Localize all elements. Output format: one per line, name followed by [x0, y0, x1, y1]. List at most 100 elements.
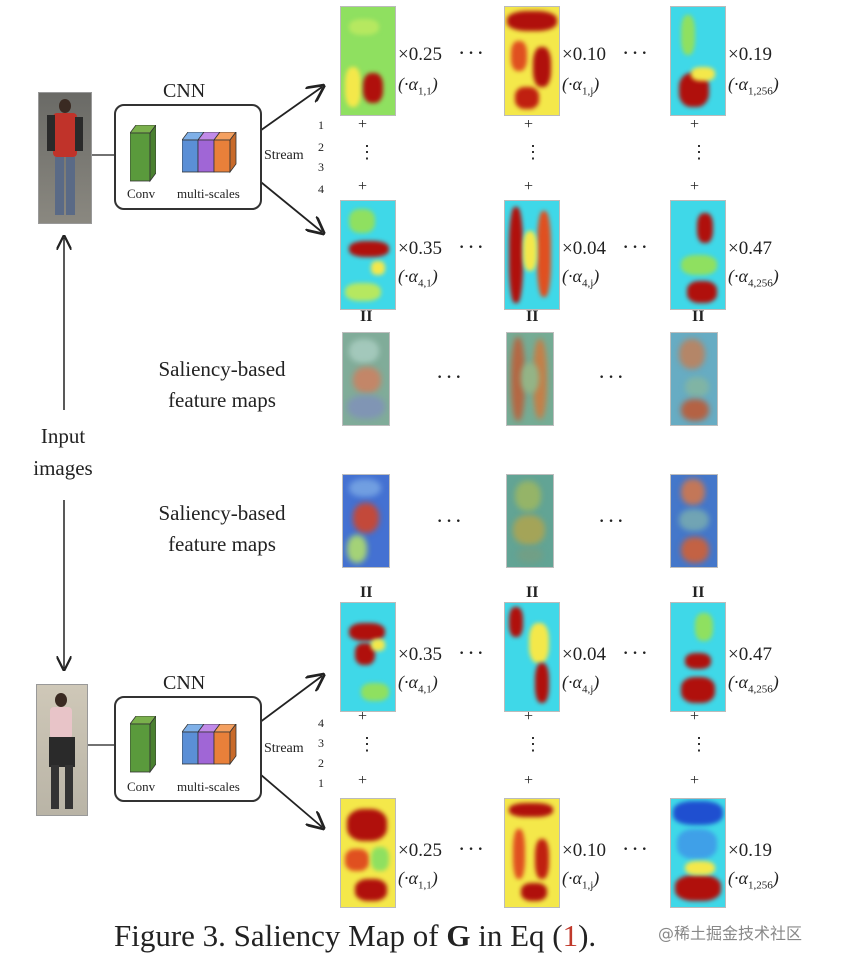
alpha-bottom-s4-c1: (·α4,1)	[398, 672, 438, 696]
plus-top-b2: +	[524, 178, 534, 195]
equals-bottom-1: II	[360, 584, 373, 601]
equals-top-3: II	[692, 308, 705, 325]
conv-label-bottom: Conv	[127, 779, 156, 794]
input-images-label: Input images	[8, 420, 118, 484]
stream-label-bottom: Stream	[264, 741, 304, 756]
multiscale-block-top	[182, 132, 237, 174]
weight-bottom-s4-c1: ×0.35	[398, 644, 442, 665]
stream-num-bottom-1: 1	[318, 776, 324, 790]
alpha-top-s4-c3: (·α4,256)	[728, 266, 779, 290]
equals-bottom-3: II	[692, 584, 705, 601]
plus-bottom-b3: +	[690, 772, 700, 789]
weight-bottom-s1-c3: ×0.19	[728, 840, 772, 861]
alpha-bottom-s4-c2: (·α4,j)	[562, 672, 600, 696]
heatmap-top-s1-c1	[340, 6, 396, 116]
hdots-top-s1-a: ···	[458, 40, 486, 65]
vdots-top-1: ⋮	[358, 142, 376, 162]
stream-num-top-3: 3	[318, 160, 324, 174]
equals-top-1: II	[360, 308, 373, 325]
heatmap-bottom-s4-c1	[340, 602, 396, 712]
multiscale-label-top: multi-scales	[177, 186, 240, 201]
caption-suffix: ).	[578, 918, 597, 953]
cnn-title-top: CNN	[163, 80, 206, 102]
hdots-fmap-top-b: ···	[598, 364, 626, 389]
alpha-top-s4-c2: (·α4,j)	[562, 266, 600, 290]
hdots-fmap-bottom-b: ···	[598, 508, 626, 533]
weight-bottom-s1-c1: ×0.25	[398, 840, 442, 861]
input-image-bottom	[36, 684, 88, 816]
figure-caption: Figure 3. Saliency Map of G in Eq (1).	[114, 918, 596, 954]
plus-top-a1: +	[358, 116, 368, 133]
plus-top-a2: +	[524, 116, 534, 133]
heatmap-bottom-s1-c2	[504, 798, 560, 908]
vdots-bottom-1: ⋮	[358, 734, 376, 754]
alpha-top-s1-c1: (·α1,1)	[398, 74, 438, 98]
plus-bottom-b2: +	[524, 772, 534, 789]
heatmap-top-s1-c2	[504, 6, 560, 116]
hdots-bottom-s4-a: ···	[458, 640, 486, 665]
caption-prefix: Figure 3. Saliency Map of	[114, 918, 447, 953]
heatmap-bottom-s1-c1	[340, 798, 396, 908]
heatmap-bottom-s4-c3	[670, 602, 726, 712]
heatmap-top-s4-c2	[504, 200, 560, 310]
plus-bottom-a3: +	[690, 708, 700, 725]
hdots-fmap-bottom-a: ···	[436, 508, 464, 533]
plus-top-a3: +	[690, 116, 700, 133]
feature-map-top-2	[506, 332, 554, 426]
stream-num-bottom-2: 2	[318, 756, 324, 770]
weight-top-s1-c3: ×0.19	[728, 44, 772, 65]
alpha-top-s1-c2: (·α1,j)	[562, 74, 600, 98]
hdots-top-s4-a: ···	[458, 234, 486, 259]
feature-map-bottom-1	[342, 474, 390, 568]
hdots-bottom-s4-b: ···	[622, 640, 650, 665]
weight-bottom-s4-c2: ×0.04	[562, 644, 606, 665]
vdots-bottom-3: ⋮	[690, 734, 708, 754]
weight-bottom-s4-c3: ×0.47	[728, 644, 772, 665]
weight-top-s1-c2: ×0.10	[562, 44, 606, 65]
hdots-top-s4-b: ···	[622, 234, 650, 259]
weight-top-s4-c3: ×0.47	[728, 238, 772, 259]
heatmap-bottom-s1-c3	[670, 798, 726, 908]
stream-num-top-2: 2	[318, 140, 324, 154]
hdots-fmap-top-a: ···	[436, 364, 464, 389]
watermark: @稀土掘金技术社区	[658, 924, 803, 943]
weight-top-s4-c2: ×0.04	[562, 238, 606, 259]
multiscale-block-bottom	[182, 724, 237, 766]
vdots-top-3: ⋮	[690, 142, 708, 162]
vdots-bottom-2: ⋮	[524, 734, 542, 754]
feature-map-top-3	[670, 332, 718, 426]
alpha-bottom-s1-c1: (·α1,1)	[398, 868, 438, 892]
stream-num-top-4: 4	[318, 182, 324, 196]
stream-num-bottom-3: 3	[318, 736, 324, 750]
weight-top-s1-c1: ×0.25	[398, 44, 442, 65]
alpha-top-s1-c3: (·α1,256)	[728, 74, 779, 98]
equals-top-2: II	[526, 308, 539, 325]
feature-map-bottom-3	[670, 474, 718, 568]
heatmap-top-s4-c1	[340, 200, 396, 310]
conv-block-bottom	[130, 716, 156, 774]
plus-bottom-a1: +	[358, 708, 368, 725]
caption-eq-ref[interactable]: 1	[562, 918, 579, 953]
cnn-title-bottom: CNN	[163, 672, 206, 694]
heatmap-bottom-s4-c2	[504, 602, 560, 712]
heatmap-top-s4-c3	[670, 200, 726, 310]
plus-bottom-b1: +	[358, 772, 368, 789]
plus-top-b3: +	[690, 178, 700, 195]
alpha-top-s4-c1: (·α4,1)	[398, 266, 438, 290]
weight-top-s4-c1: ×0.35	[398, 238, 442, 259]
heatmap-top-s1-c3	[670, 6, 726, 116]
caption-middle: in Eq (	[470, 918, 563, 953]
saliency-label-bottom: Saliency-based feature maps	[158, 501, 286, 556]
alpha-bottom-s1-c3: (·α1,256)	[728, 868, 779, 892]
plus-bottom-a2: +	[524, 708, 534, 725]
conv-block-top	[130, 125, 156, 183]
stream-num-bottom-4: 4	[318, 716, 324, 730]
feature-map-top-1	[342, 332, 390, 426]
stream-num-top-1: 1	[318, 118, 324, 132]
hdots-bottom-s1-b: ···	[622, 836, 650, 861]
weight-bottom-s1-c2: ×0.10	[562, 840, 606, 861]
hdots-top-s1-b: ···	[622, 40, 650, 65]
alpha-bottom-s4-c3: (·α4,256)	[728, 672, 779, 696]
multiscale-label-bottom: multi-scales	[177, 779, 240, 794]
saliency-label-top: Saliency-based feature maps	[158, 357, 286, 412]
